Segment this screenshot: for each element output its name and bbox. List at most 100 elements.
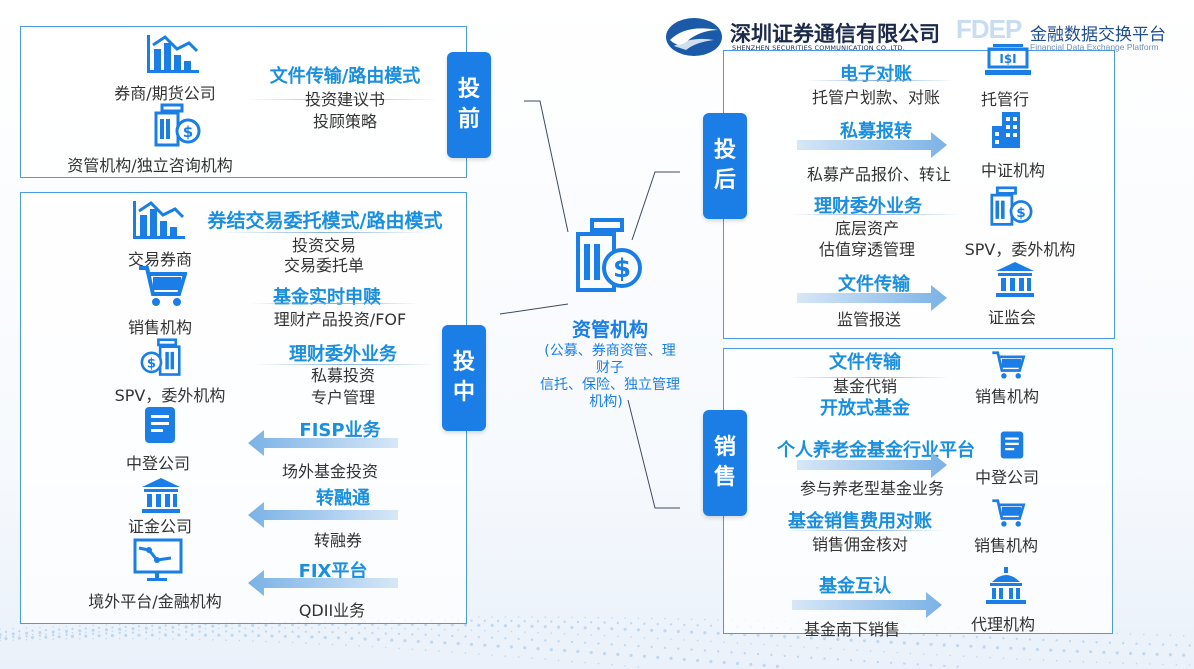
post-mode-2-item: 私募产品报价、转让 [806, 165, 952, 184]
post-entity-1: 托管行 [980, 90, 1030, 109]
monitor-chart-icon [133, 538, 183, 581]
pre-item-strategy: 投顾策略 [312, 112, 378, 131]
post-investment-tag: 投 后 [703, 113, 747, 219]
dollar-sign-icon: $ [576, 218, 642, 292]
document-icon [145, 407, 175, 443]
sales-mode-1: 文件传输 [829, 352, 901, 373]
sales-mode-3-item: 销售佣金核对 [811, 535, 909, 554]
sales-mode-4: 基金互认 [819, 576, 891, 597]
company-logo-icon [666, 18, 722, 56]
platform-name-en: Financial Data Exchange Platform [1030, 42, 1159, 52]
post-mode-4-item: 监管报送 [836, 310, 902, 329]
sales-entity-1: 销售机构 [974, 387, 1040, 406]
bank-doc-icon: $ [154, 103, 201, 147]
post-entity-4: 证监会 [987, 308, 1037, 327]
pre-item-advice: 投资建议书 [304, 90, 386, 109]
company-name-en: SHENZHEN SECURITIES COMMUNICATION CO.,LT… [732, 44, 906, 52]
platform-abbr: FDEP [956, 14, 1022, 44]
svg-text:$: $ [1016, 205, 1026, 221]
pre-investment-tag: 投 前 [447, 52, 491, 158]
mid-mode-5-item-0: 转融券 [313, 531, 363, 550]
mid-mode-1-item-0: 投资交易 [291, 236, 357, 255]
platform-name-cn: 金融数据交换平台 [1030, 25, 1166, 45]
bank-sign-icon: I$I [985, 44, 1031, 75]
mid-investment-tag: 投 中 [442, 325, 486, 431]
post-mode-1: 电子对账 [840, 64, 912, 85]
sales-entity-4: 代理机构 [970, 615, 1036, 634]
cart-icon [992, 351, 1026, 379]
center-sub4: 机构) [589, 394, 623, 410]
center-title: 资管机构 [571, 319, 649, 341]
company-name-cn: 深圳证券通信有限公司 [730, 21, 940, 46]
sales-entity-3: 销售机构 [973, 536, 1039, 555]
center-sub1: (公募、券商资管、理 [544, 343, 676, 359]
mid-mode-1-item-1: 交易委托单 [283, 256, 365, 275]
pre-tag-char2: 前 [457, 107, 480, 132]
center-sub3: 信托、保险、独立管理 [540, 377, 680, 393]
mid-tag-char2: 中 [452, 380, 475, 405]
post-mode-3-item-1: 底层资产 [834, 219, 900, 238]
svg-text:$: $ [147, 357, 156, 372]
cart-icon [992, 499, 1026, 527]
sales-mode-4-item: 基金南下销售 [803, 620, 901, 639]
mid-mode-3-item-1: 专户管理 [310, 388, 376, 407]
post-entity-2: 中证机构 [980, 161, 1046, 180]
left-arrow [248, 502, 398, 528]
right-arrow [797, 285, 947, 311]
mid-entity-1: 销售机构 [127, 318, 193, 337]
left-arrow [248, 430, 398, 456]
mid-mode-3: 理财委外业务 [289, 344, 397, 365]
sales-entity-2: 中登公司 [974, 468, 1040, 487]
post-tag-char1: 投 [713, 138, 736, 163]
sales-tag-char2: 售 [713, 465, 736, 490]
mid-mode-6: FIX平台 [298, 561, 368, 582]
pre-entity-asset-manager: 资管机构/独立咨询机构 [67, 156, 233, 175]
svg-text:$: $ [613, 254, 631, 284]
mid-mode-3-item-0: 私募投资 [310, 366, 376, 385]
post-mode-4: 文件传输 [838, 274, 910, 295]
bank-doc-icon: $ [990, 186, 1033, 226]
chart-icon [147, 35, 199, 73]
post-mode-3: 理财委外业务 [814, 196, 922, 217]
svg-text:I$I: I$I [999, 52, 1016, 66]
bank-doc-icon: $ [140, 338, 181, 376]
right-arrow [797, 452, 947, 478]
mid-entity-2: SPV，委外机构 [114, 386, 226, 405]
sales-mode-2-item: 参与养老型基金业务 [799, 479, 945, 498]
mid-tag-char1: 投 [452, 350, 475, 375]
pre-tag-char1: 投 [457, 77, 480, 102]
mid-mode-2-item-0: 理财产品投资/FOF [273, 310, 407, 329]
sales-tag-char1: 销 [713, 435, 736, 460]
mid-entity-0: 交易券商 [127, 250, 193, 269]
right-arrow [797, 132, 947, 158]
sales-mode-2: 个人养老金基金行业平台 [777, 440, 975, 461]
right-arrow [792, 592, 942, 618]
post-entity-3: SPV，委外机构 [964, 240, 1076, 259]
mid-mode-2: 基金实时申赎 [273, 287, 381, 308]
post-mode-2: 私募报转 [840, 121, 912, 142]
mid-entity-3: 中登公司 [125, 454, 191, 473]
mid-entity-5: 境外平台/金融机构 [88, 592, 222, 611]
post-tag-char2: 后 [713, 168, 736, 193]
mid-entity-4: 证金公司 [127, 517, 193, 536]
sales-mode-1-item: 基金代销 [832, 377, 898, 396]
mid-mode-4-item-0: 场外基金投资 [281, 462, 379, 481]
svg-text:$: $ [183, 123, 193, 141]
building-icon [992, 112, 1020, 148]
center-sub2: 财子 [596, 360, 624, 376]
post-mode-3-item-2: 估值穿透管理 [818, 240, 916, 259]
mid-mode-6-item-0: QDII业务 [298, 601, 366, 620]
pre-investment-panel [20, 26, 467, 178]
pre-mode-file-transfer: 文件传输/路由模式 [269, 66, 421, 87]
sales-tag: 销 售 [703, 410, 747, 516]
mid-mode-5: 转融通 [316, 488, 370, 509]
sales-mode-1b: 开放式基金 [820, 398, 910, 419]
left-arrow [248, 570, 398, 596]
document-icon [1000, 431, 1024, 459]
capitol-icon [986, 567, 1026, 604]
temple-icon [996, 262, 1034, 297]
post-investment-panel [723, 50, 1115, 339]
temple-icon [142, 478, 180, 513]
